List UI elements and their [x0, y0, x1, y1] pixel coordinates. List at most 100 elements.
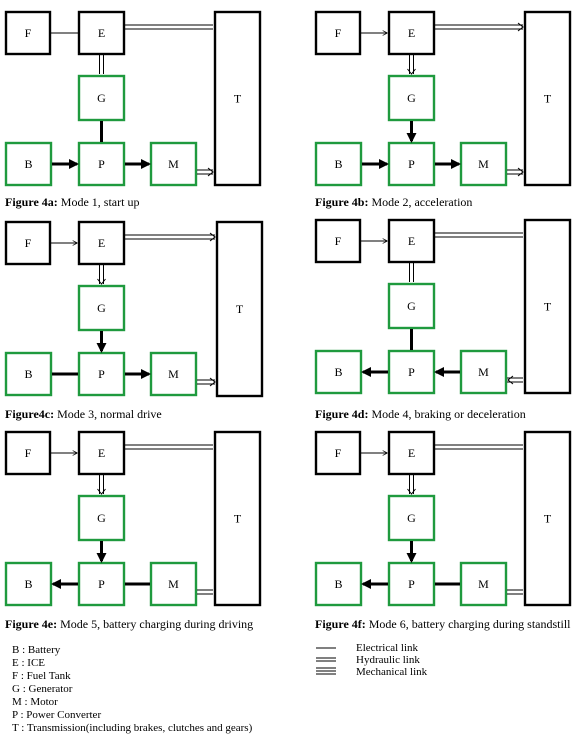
legend-abbreviation: P : Power Converter: [12, 709, 101, 721]
power-converter-label: P: [408, 365, 415, 379]
figure-caption-text: Mode 2, acceleration: [368, 195, 472, 209]
legend-link-label: Electrical link: [356, 642, 418, 654]
transmission-label: T: [234, 92, 242, 106]
transmission-box: [215, 220, 264, 398]
generator-box: [77, 494, 126, 542]
motor-label: M: [168, 367, 179, 381]
arrowhead: [97, 488, 106, 495]
ice-label: E: [98, 446, 105, 460]
generator-box: [387, 494, 436, 542]
ice-box: [77, 220, 126, 266]
transmission-box: [213, 430, 262, 607]
figure-caption-tag: Figure 4e:: [5, 617, 57, 631]
ice-box: [77, 10, 126, 56]
ice-box: [77, 430, 126, 476]
generator-box: [77, 74, 126, 122]
arrowhead: [517, 22, 524, 32]
power-converter-box: [77, 351, 126, 397]
legend-link-label: Mechanical link: [356, 666, 428, 678]
legend-abbreviation: M : Motor: [12, 696, 58, 708]
fuel-tank-label: F: [335, 26, 342, 40]
power-converter-label: P: [98, 157, 105, 171]
figure-caption: Figure 4d: Mode 4, braking or decelerati…: [315, 407, 526, 421]
battery-box: [314, 561, 363, 607]
motor-label: M: [168, 157, 179, 171]
transmission-box: [213, 10, 262, 187]
power-converter-label: P: [408, 157, 415, 171]
fuel-tank-label: F: [335, 234, 342, 248]
battery-label: B: [24, 577, 32, 591]
ice-label: E: [408, 446, 415, 460]
generator-label: G: [407, 91, 416, 105]
transmission-box: [523, 430, 572, 607]
battery-label: B: [24, 157, 32, 171]
transmission-label: T: [544, 300, 552, 314]
transmission-label: T: [544, 92, 552, 106]
fuel-tank-label: F: [335, 446, 342, 460]
motor-box: [149, 351, 198, 397]
battery-label: B: [334, 157, 342, 171]
ice-box: [387, 430, 436, 476]
generator-label: G: [407, 299, 416, 313]
figure-caption-text: Mode 5, battery charging during driving: [57, 617, 253, 631]
battery-label: B: [334, 365, 342, 379]
transmission-box: [523, 10, 572, 187]
transmission-label: T: [234, 512, 242, 526]
generator-box: [77, 284, 126, 332]
figure-caption-tag: Figure 4a:: [5, 195, 58, 209]
legend-link-label: Hydraulic link: [356, 654, 420, 666]
figure-caption: Figure 4e: Mode 5, battery charging duri…: [5, 617, 253, 631]
generator-label: G: [97, 301, 106, 315]
legend-abbreviation: T : Transmission(including brakes, clutc…: [12, 722, 253, 734]
figure-caption-text: Mode 4, braking or deceleration: [368, 407, 525, 421]
legend-abbreviation: F : Fuel Tank: [12, 670, 71, 682]
fuel-tank-box: [314, 430, 362, 476]
transmission-label: T: [544, 512, 552, 526]
figure-caption-tag: Figure 4d:: [315, 407, 368, 421]
ice-label: E: [408, 26, 415, 40]
arrowhead: [517, 167, 524, 177]
motor-box: [459, 561, 508, 607]
generator-label: G: [97, 511, 106, 525]
arrowhead: [207, 167, 214, 177]
figure-caption: Figure4c: Mode 3, normal drive: [5, 407, 162, 421]
battery-box: [4, 351, 53, 397]
figure-caption-tag: Figure4c:: [5, 407, 54, 421]
figure-caption-text: Mode 3, normal drive: [54, 407, 162, 421]
figure-caption-tag: Figure 4f:: [315, 617, 366, 631]
legend-abbreviation: E : ICE: [12, 657, 45, 669]
arrowhead: [209, 377, 216, 387]
power-converter-box: [77, 141, 126, 187]
arrowhead: [407, 488, 416, 495]
battery-label: B: [334, 577, 342, 591]
figure-caption: Figure 4f: Mode 6, battery charging duri…: [315, 617, 571, 631]
arrowhead: [97, 278, 106, 285]
battery-box: [4, 141, 53, 187]
motor-label: M: [478, 365, 489, 379]
power-converter-box: [387, 561, 436, 607]
ice-label: E: [98, 236, 105, 250]
power-converter-label: P: [408, 577, 415, 591]
arrowhead: [209, 232, 216, 242]
legend-abbreviation: G : Generator: [12, 683, 73, 695]
figure-caption: Figure 4b: Mode 2, acceleration: [315, 195, 472, 209]
transmission-label: T: [236, 302, 244, 316]
figure-caption: Figure 4a: Mode 1, start up: [5, 195, 139, 209]
ice-label: E: [408, 234, 415, 248]
motor-box: [459, 349, 508, 395]
ice-box: [387, 218, 436, 264]
motor-label: M: [168, 577, 179, 591]
fuel-tank-box: [314, 10, 362, 56]
arrowhead: [507, 375, 514, 385]
fuel-tank-box: [4, 220, 52, 266]
power-converter-box: [77, 561, 126, 607]
ice-label: E: [98, 26, 105, 40]
motor-box: [149, 561, 198, 607]
arrowhead: [407, 68, 416, 75]
generator-box: [387, 74, 436, 122]
